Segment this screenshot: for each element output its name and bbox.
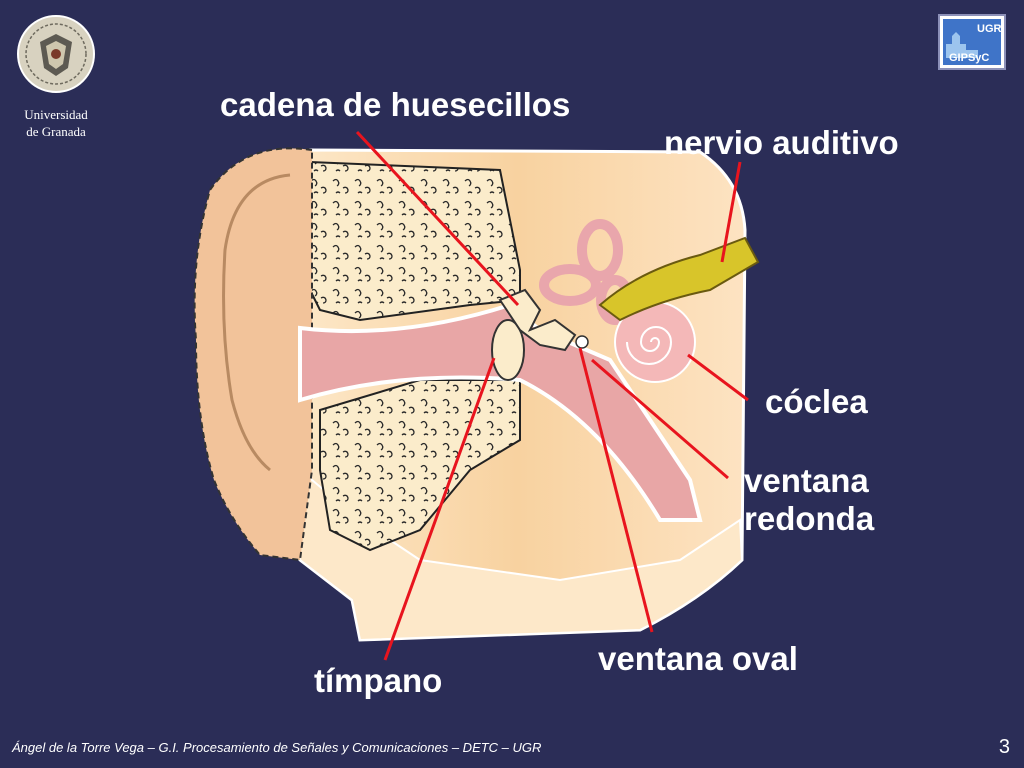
university-line-1: Universidad [24,107,88,122]
semicircular-canals [539,219,634,325]
footer-credit: Ángel de la Torre Vega – G.I. Procesamie… [12,740,542,755]
pinna [193,147,313,562]
auditory-nerve-shape [598,236,760,322]
pointer-lines [355,130,749,661]
label-cochlea: cóclea [765,383,868,420]
pointer-ventana-redonda [591,358,729,480]
label-ossicle-chain: cadena de huesecillos [220,86,571,123]
label-round-window-line-2: redonda [744,500,875,537]
university-line-2: de Granada [26,124,86,139]
pointer-ventana-oval [578,347,654,633]
eardrum [491,319,525,381]
head-tissue-lower [299,467,744,642]
pointer-cadena [355,130,520,307]
label-oval-window: ventana oval [598,640,798,677]
pointer-coclea [687,353,749,402]
university-name: Universidad de Granada [6,106,106,140]
ear-canal [298,302,703,522]
page-number: 3 [998,736,1010,758]
temporal-bone-upper [298,160,521,322]
ossicle-chain [498,288,577,352]
label-round-window-line-1: ventana [744,462,869,499]
pointer-timpano [383,357,496,661]
label-auditory-nerve: nervio auditivo [664,124,899,161]
badge-bottom-text: GIPSyC [949,52,989,64]
label-round-window: ventana redonda [744,462,874,538]
label-eardrum: tímpano [314,662,443,699]
pinna-fold [222,173,291,472]
oval-window-marker [575,335,589,349]
gipsyc-badge-logo: UGR GIPSyC [938,14,1006,70]
badge-top-text: UGR [977,23,1002,35]
pointer-nervio [720,161,742,263]
university-seal-logo [17,15,95,93]
